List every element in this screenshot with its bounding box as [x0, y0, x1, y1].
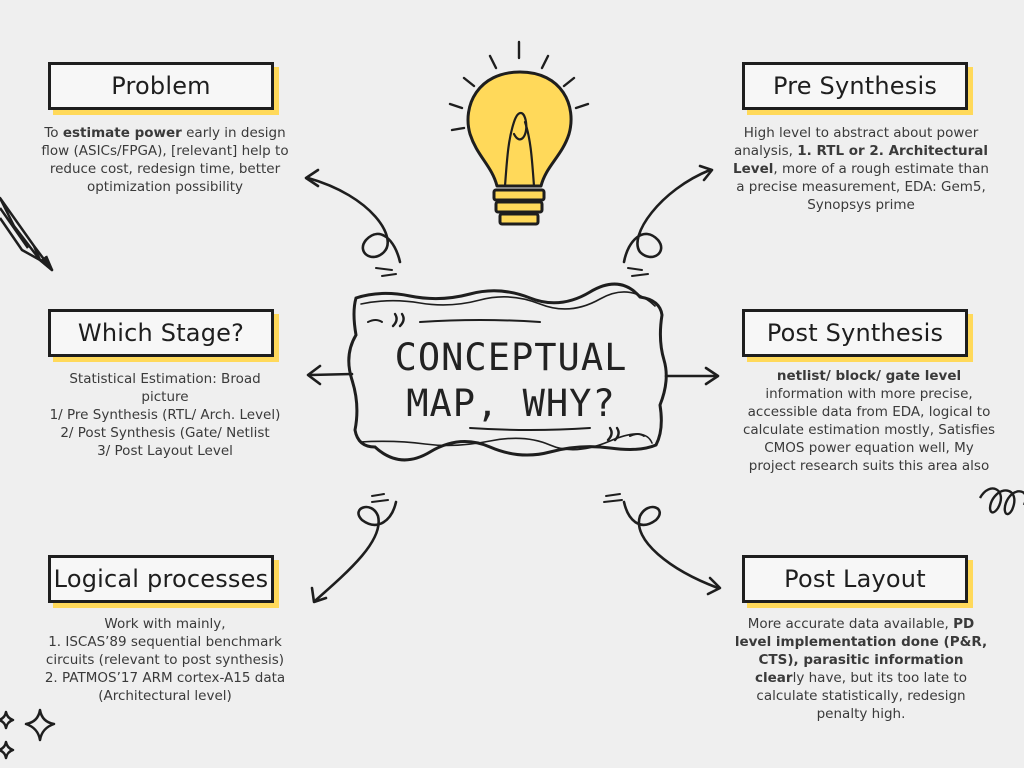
- pencil-icon: [0, 196, 54, 272]
- arrow-to-logical-processes: [314, 500, 398, 602]
- which-stage-text: Statistical Estimation: Broad picture 1/…: [30, 370, 300, 460]
- which-stage-title: Which Stage?: [77, 319, 245, 347]
- problem-text-part-2: early in design flow (ASICs/FPGA), [rele…: [41, 125, 289, 195]
- central-frame: [347, 282, 668, 462]
- post-layout-title: Post Layout: [784, 565, 926, 593]
- logical-processes-line: 1. ISCAS’89 sequential benchmark: [48, 634, 282, 650]
- pre-synthesis-text: High level to abstract about power analy…: [730, 124, 992, 214]
- arrow-to-post-layout: [622, 500, 720, 590]
- post-layout-text-part-1: More accurate data available,: [747, 616, 954, 632]
- pre-synthesis-text-part-1: High level to abstract about power analy…: [733, 125, 979, 159]
- post-layout-text: More accurate data available, PD level i…: [734, 615, 988, 723]
- connector-arrows: [304, 164, 722, 604]
- post-synthesis-text: netlist/ block/ gate level information w…: [740, 367, 998, 475]
- post-synthesis-title: Post Synthesis: [766, 319, 944, 347]
- post-synthesis-text-bold: netlist/ block/ gate level: [776, 368, 962, 384]
- which-stage-line: picture: [141, 389, 189, 405]
- post-layout-text-bold: PD level implementation done (P&R, CTS),…: [734, 616, 988, 686]
- lightbulb-icon: [448, 40, 590, 226]
- which-stage-line: Statistical Estimation: Broad: [69, 371, 261, 387]
- logical-processes-line: circuits (relevant to post synthesis): [45, 652, 285, 668]
- problem-title: Problem: [111, 72, 211, 100]
- arrow-to-which-stage: [308, 372, 354, 377]
- arrow-to-problem: [306, 176, 402, 264]
- logical-processes-text: Work with mainly, 1. ISCAS’89 sequential…: [30, 615, 300, 705]
- squiggle-loops-icon: [978, 487, 1024, 516]
- problem-title-box: Problem: [48, 62, 274, 110]
- which-stage-title-box: Which Stage?: [48, 309, 274, 357]
- logical-processes-title-box: Logical processes: [48, 555, 274, 603]
- pre-synthesis-title: Pre Synthesis: [772, 72, 938, 100]
- problem-text: To estimate power early in design flow (…: [34, 124, 296, 196]
- post-synthesis-text-part-2: information with more precise, accessibl…: [742, 386, 996, 474]
- which-stage-line: 1/ Pre Synthesis (RTL/ Arch. Level): [49, 407, 281, 423]
- pre-synthesis-text-bold: 1. RTL or 2. Architectural Level: [733, 143, 989, 177]
- arrow-to-pre-synthesis: [622, 168, 712, 264]
- post-layout-title-box: Post Layout: [742, 555, 968, 603]
- sparkle-icon: [0, 708, 56, 760]
- which-stage-line: 3/ Post Layout Level: [97, 443, 233, 459]
- logical-processes-title: Logical processes: [53, 565, 269, 593]
- logical-processes-line: Work with mainly,: [104, 616, 226, 632]
- problem-text-bold: estimate power: [62, 125, 182, 141]
- problem-text-part-1: To: [44, 125, 63, 141]
- logical-processes-line: 2. PATMOS’17 ARM cortex-A15 data: [44, 670, 286, 686]
- post-layout-text-part-2: ly have, but its too late to calculate s…: [756, 670, 967, 722]
- which-stage-line: 2/ Post Synthesis (Gate/ Netlist: [60, 425, 270, 441]
- logical-processes-line: (Architectural level): [98, 688, 232, 704]
- pre-synthesis-text-part-2: , more of a rough estimate than a precis…: [736, 161, 989, 213]
- post-synthesis-title-box: Post Synthesis: [742, 309, 968, 357]
- pre-synthesis-title-box: Pre Synthesis: [742, 62, 968, 110]
